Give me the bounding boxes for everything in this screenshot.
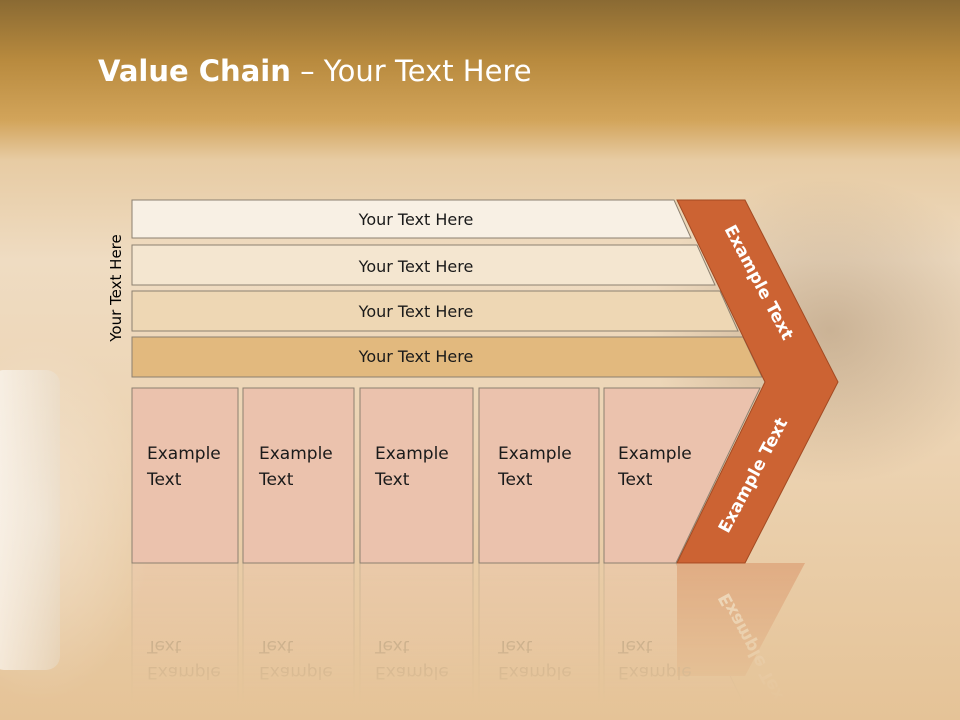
box-2: Example Text <box>242 387 355 564</box>
bar-2-label: Your Text Here <box>358 257 474 276</box>
reflection-box-3 <box>359 562 474 720</box>
box-2-line2: Text <box>258 470 294 490</box>
reflection-box-1 <box>131 562 239 720</box>
box-3: Example Text <box>359 387 474 564</box>
box-1-line2: Text <box>146 470 182 490</box>
reflection-box-4-line2: Text <box>497 636 533 656</box>
bar-2: Your Text Here <box>131 244 716 286</box>
box-5-line2: Text <box>617 470 653 490</box>
bar-1: Your Text Here <box>131 199 692 239</box>
box-4-line2: Text <box>497 470 533 490</box>
box-4-line1: Example <box>498 444 572 464</box>
reflection-box-1-line1: Example <box>147 662 221 682</box>
box-5-line1: Example <box>618 444 692 464</box>
box-5: Example Text <box>603 387 761 564</box>
reflection-box-2 <box>242 562 355 720</box>
activity-boxes: Example Text Example Text Example Text E… <box>131 387 761 564</box>
box-2-line1: Example <box>259 444 333 464</box>
bar-3-label: Your Text Here <box>358 302 474 321</box>
reflection-box-3-line1: Example <box>375 662 449 682</box>
bar-4: Your Text Here <box>131 336 763 378</box>
slide-title: Value Chain – Your Text Here <box>98 54 532 88</box>
box-4: Example Text <box>478 387 600 564</box>
box-1-shape <box>131 387 239 564</box>
title-bold: Value Chain <box>98 54 291 88</box>
box-3-line1: Example <box>375 444 449 464</box>
reflection-box-2-line2: Text <box>258 636 294 656</box>
box-2-shape <box>242 387 355 564</box>
bar-3: Your Text Here <box>131 290 739 332</box>
box-3-line2: Text <box>374 470 410 490</box>
box-1-line1: Example <box>147 444 221 464</box>
background-object <box>0 370 60 670</box>
bar-3-shape <box>131 290 739 332</box>
box-1: Example Text <box>131 387 239 564</box>
box-4-shape <box>478 387 600 564</box>
bar-1-label: Your Text Here <box>358 210 474 229</box>
diagram-reflection: Text Example Text Example Text Example T… <box>131 562 805 720</box>
reflection-box-4 <box>478 562 600 720</box>
bar-2-shape <box>131 244 716 286</box>
bar-4-label: Your Text Here <box>358 347 474 366</box>
support-bars: Your Text Here Your Text Here Your Text … <box>131 199 763 378</box>
bar-4-shape <box>131 336 763 378</box>
reflection-chevron <box>677 563 805 676</box>
title-rest: – Your Text Here <box>290 54 532 88</box>
reflection-box-4-line1: Example <box>498 662 572 682</box>
reflection-box-1-line2: Text <box>146 636 182 656</box>
bar-1-shape <box>131 199 692 239</box>
reflection-box-3-line2: Text <box>374 636 410 656</box>
reflection-box-5-line1: Example <box>618 662 692 682</box>
box-3-shape <box>359 387 474 564</box>
reflection-box-2-line1: Example <box>259 662 333 682</box>
reflection-box-5-line2: Text <box>617 636 653 656</box>
